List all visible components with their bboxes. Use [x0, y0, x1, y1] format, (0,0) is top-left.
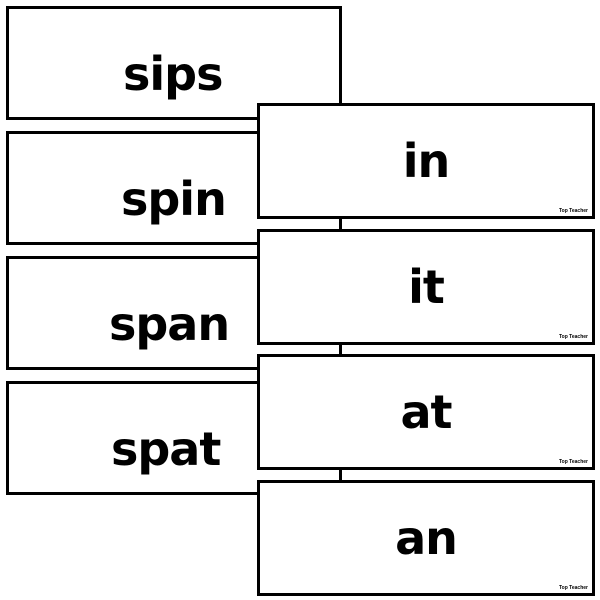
- word-card-it: it Top Teacher: [257, 229, 595, 345]
- card-word: spat: [111, 422, 221, 476]
- word-card-in: in Top Teacher: [257, 103, 595, 219]
- brand-mark: Top Teacher: [559, 334, 588, 340]
- card-word: span: [109, 297, 230, 351]
- card-word: an: [395, 511, 458, 565]
- word-card-at: at Top Teacher: [257, 354, 595, 470]
- card-word: in: [402, 134, 451, 188]
- card-word: at: [400, 385, 452, 439]
- word-card-an: an Top Teacher: [257, 480, 595, 596]
- card-word: spin: [121, 172, 227, 226]
- brand-mark: Top Teacher: [559, 459, 588, 465]
- card-word: sips: [123, 47, 223, 101]
- brand-mark: Top Teacher: [559, 208, 588, 214]
- word-card-sips: sips: [6, 6, 342, 120]
- brand-mark: Top Teacher: [559, 585, 588, 591]
- card-word: it: [408, 260, 445, 314]
